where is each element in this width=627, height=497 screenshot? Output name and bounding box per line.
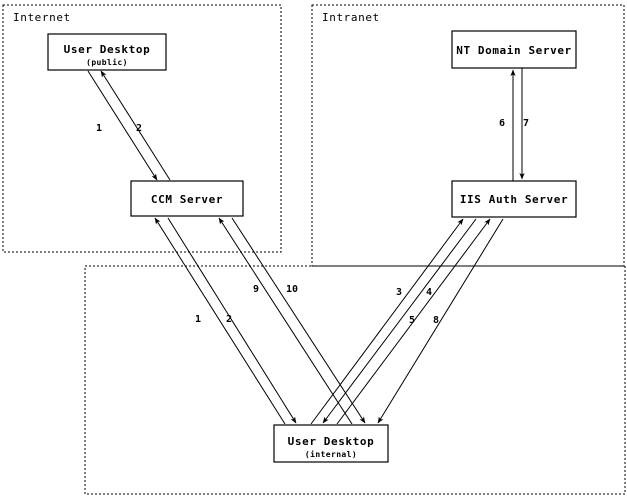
node-nt-domain-server[interactable]: NT Domain Server	[451, 30, 577, 69]
flow-label-5: 5	[409, 315, 415, 326]
flow-9-arrow	[218, 217, 353, 425]
flow-2-ccm-to-internal: 2	[167, 217, 297, 424]
node-ccm-server-label: CCM Server	[151, 193, 223, 206]
zone-internet-border	[2, 4, 282, 253]
node-iis-auth-server[interactable]: IIS Auth Server	[451, 180, 577, 218]
node-user-desktop-public-label: User Desktop	[64, 43, 151, 56]
flow-5-arrow	[336, 218, 491, 425]
flow-8-iis-to-internal: 8	[377, 218, 504, 424]
node-iis-auth-server-label: IIS Auth Server	[460, 193, 568, 206]
flow-2-ccm-to-public: 2	[100, 70, 171, 181]
zone-intranet-label: Intranet	[322, 11, 380, 24]
node-user-desktop-internal[interactable]: User Desktop (internal)	[273, 424, 389, 463]
flow-label-1-internal: 1	[195, 314, 201, 325]
flow-label-8: 8	[433, 315, 439, 326]
flow-4-arrow	[322, 218, 477, 424]
node-user-desktop-internal-label: User Desktop	[288, 435, 375, 448]
flow-8-arrow	[377, 218, 504, 424]
flow-2-internal-arrow	[167, 217, 297, 424]
flow-label-6: 6	[499, 118, 505, 129]
node-nt-domain-server-box[interactable]	[451, 30, 577, 69]
flow-label-1-public: 1	[96, 123, 102, 134]
flow-label-2-public: 2	[136, 123, 142, 134]
node-ccm-server-box[interactable]	[130, 180, 244, 217]
node-iis-auth-server-box[interactable]	[451, 180, 577, 218]
flow-label-7: 7	[523, 118, 529, 129]
flow-7-nt-to-iis: 7	[519, 68, 529, 180]
zone-internet: Internet	[2, 4, 282, 253]
flow-10-arrow	[231, 217, 366, 424]
flow-3-internal-to-iis: 3	[310, 218, 464, 425]
flow-5-internal-to-iis: 5	[336, 218, 491, 425]
flow-label-3: 3	[396, 287, 402, 298]
flow-4-iis-to-internal: 4	[322, 218, 477, 424]
flow-2-public-arrow	[100, 70, 171, 181]
node-user-desktop-public-sublabel: (public)	[86, 57, 128, 67]
flow-label-2-internal: 2	[226, 314, 232, 325]
node-user-desktop-public-box[interactable]	[47, 33, 167, 71]
zone-private-border	[84, 265, 626, 495]
flow-10-ccm-to-internal: 10	[231, 217, 366, 424]
flow-label-10: 10	[286, 284, 298, 295]
node-user-desktop-public[interactable]: User Desktop (public)	[47, 33, 167, 71]
zone-intranet: Intranet	[311, 4, 625, 267]
node-ccm-server[interactable]: CCM Server	[130, 180, 244, 217]
flow-3-arrow	[310, 218, 464, 425]
node-user-desktop-internal-sublabel: (internal)	[305, 449, 357, 459]
zone-intranet-border	[311, 4, 625, 267]
flow-1-internal-arrow	[154, 217, 286, 425]
flow-1-internal-to-ccm: 1	[154, 217, 286, 425]
flow-9-internal-to-ccm: 9	[218, 217, 353, 425]
node-nt-domain-server-label: NT Domain Server	[456, 44, 572, 57]
flow-label-4: 4	[426, 287, 432, 298]
zone-internet-label: Internet	[13, 11, 71, 24]
flow-1-public-arrow	[87, 70, 158, 181]
zone-private	[84, 265, 626, 495]
flow-label-9: 9	[253, 284, 259, 295]
flow-1-public-to-ccm: 1	[87, 70, 158, 181]
flow-6-iis-to-nt: 6	[499, 69, 516, 181]
node-user-desktop-internal-box[interactable]	[273, 424, 389, 463]
